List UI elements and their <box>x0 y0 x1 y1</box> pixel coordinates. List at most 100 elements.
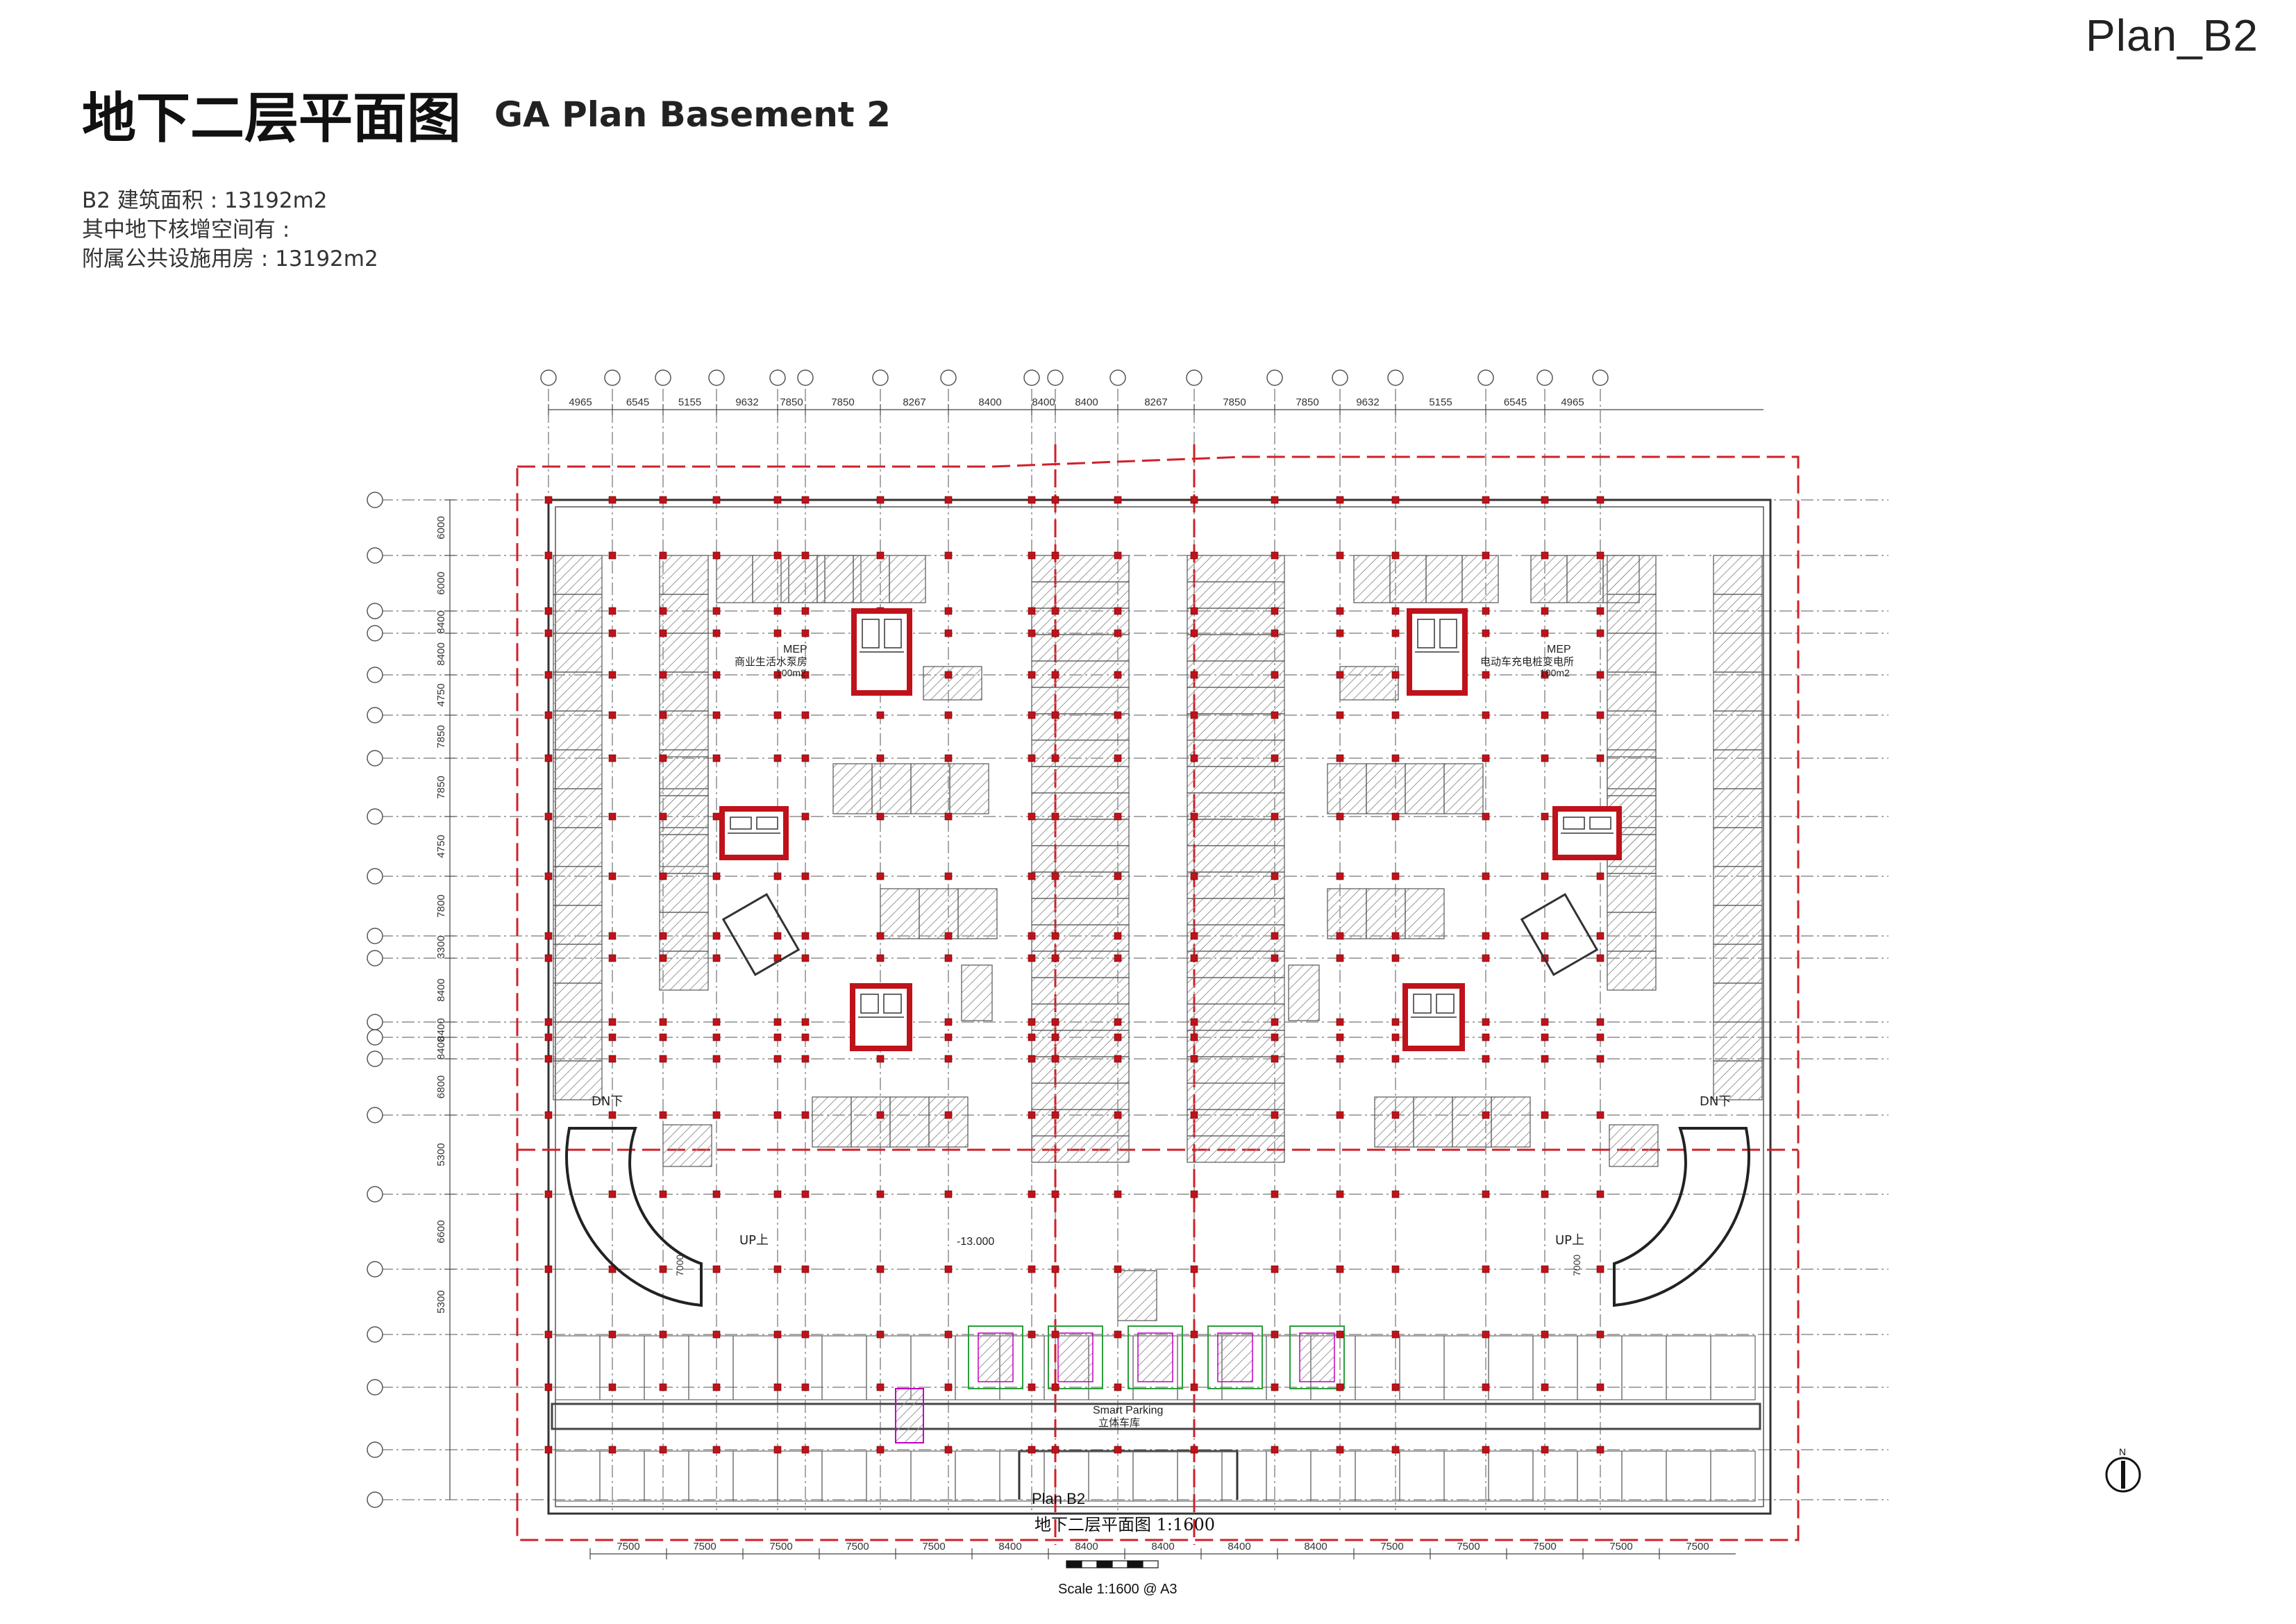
grid-bubble <box>1047 369 1064 386</box>
column <box>1336 551 1344 560</box>
sheet-code: Plan_B2 <box>2086 10 2259 60</box>
column <box>608 496 617 504</box>
grid-bubble <box>1332 369 1348 386</box>
parking-bay <box>659 951 709 991</box>
parking-bays <box>553 555 1763 1502</box>
basement-outer-wall <box>547 499 1772 1515</box>
grid-bubble <box>940 369 957 386</box>
column <box>659 1446 667 1454</box>
column <box>608 872 617 880</box>
parking-bay-bottom <box>644 1450 689 1502</box>
parking-bay <box>919 888 959 939</box>
smart-lift-car <box>1057 1332 1093 1382</box>
column <box>659 1383 667 1391</box>
parking-bay <box>850 1096 891 1148</box>
column <box>1028 496 1036 504</box>
grid-bubble <box>1023 369 1040 386</box>
grid-bubble <box>367 1261 383 1278</box>
parking-bay <box>1031 581 1130 609</box>
column <box>659 872 667 880</box>
grid-bubble <box>1592 369 1609 386</box>
parking-bay <box>1031 739 1130 767</box>
dim-label-left: 6000 <box>435 571 447 594</box>
parking-bay-bottom <box>688 1450 734 1502</box>
parking-bay <box>659 756 709 796</box>
parking-bay <box>1187 898 1285 926</box>
column <box>801 1033 810 1041</box>
parking-bay <box>1031 1082 1130 1110</box>
column <box>1051 954 1059 962</box>
parking-bay <box>816 555 854 603</box>
parking-bay <box>553 905 603 945</box>
parking-bay-bottom <box>777 1450 823 1502</box>
grid-bubble <box>367 1441 383 1458</box>
column <box>1336 1446 1344 1454</box>
column <box>944 1033 953 1041</box>
column <box>544 954 553 962</box>
column <box>1114 607 1122 615</box>
parking-bay-bottom <box>955 1450 1000 1502</box>
parking-bay <box>1187 977 1285 1005</box>
dim-label-left: 8400 <box>435 1018 447 1041</box>
column <box>1482 754 1490 762</box>
column <box>1391 954 1400 962</box>
column <box>1114 812 1122 821</box>
column <box>801 954 810 962</box>
column <box>1028 711 1036 719</box>
dim-label-top: 6545 <box>1504 396 1527 408</box>
column <box>1596 1383 1604 1391</box>
column <box>944 551 953 560</box>
column <box>1541 1446 1549 1454</box>
column <box>801 1055 810 1063</box>
smart-parking-cn: 立体车库 <box>1098 1416 1140 1429</box>
column <box>1114 1330 1122 1339</box>
column <box>1391 711 1400 719</box>
column <box>712 872 721 880</box>
grid-bubble <box>367 492 383 508</box>
parking-bay <box>957 888 998 939</box>
column <box>1051 1190 1059 1198</box>
column <box>608 607 617 615</box>
elevator-shaft <box>862 619 880 648</box>
parking-bay <box>1530 555 1568 603</box>
parking-bay <box>1713 944 1763 984</box>
dim-label-bottom: 8400 <box>1227 1541 1250 1552</box>
elevator-shaft <box>884 619 902 648</box>
column <box>801 711 810 719</box>
parking-bay <box>1353 555 1391 603</box>
column <box>1114 1265 1122 1273</box>
elevator-shaft <box>1413 994 1432 1014</box>
column <box>659 954 667 962</box>
column <box>1596 671 1604 679</box>
column <box>544 932 553 940</box>
parking-bay <box>553 944 603 984</box>
parking-bay-bottom <box>1266 1450 1312 1502</box>
parking-bay <box>1187 555 1285 583</box>
smart-lift-car <box>1299 1332 1335 1382</box>
parking-bay <box>1187 819 1285 846</box>
parking-bay <box>659 671 709 712</box>
column <box>1596 1033 1604 1041</box>
smart-lift-platform <box>1048 1325 1103 1389</box>
column <box>1114 1190 1122 1198</box>
column <box>944 1383 953 1391</box>
parking-bay <box>1389 555 1427 603</box>
ramp-left <box>565 1127 703 1307</box>
parking-bay <box>1031 792 1130 820</box>
column <box>1271 496 1279 504</box>
column <box>1190 1446 1198 1454</box>
area-info: B2 建筑面积 : 13192m2 其中地下核增空间有 : 附属公共设施用房 :… <box>82 186 378 274</box>
column <box>801 1330 810 1339</box>
column <box>944 872 953 880</box>
column <box>1482 629 1490 637</box>
column <box>1596 711 1604 719</box>
parking-bay-bottom <box>777 1335 823 1400</box>
column <box>944 754 953 762</box>
parking-bay <box>1713 905 1763 945</box>
column <box>1596 754 1604 762</box>
column <box>1391 932 1400 940</box>
parking-bay-bottom <box>821 1335 867 1400</box>
parking-bay <box>1713 1021 1763 1062</box>
column <box>944 607 953 615</box>
column <box>544 872 553 880</box>
